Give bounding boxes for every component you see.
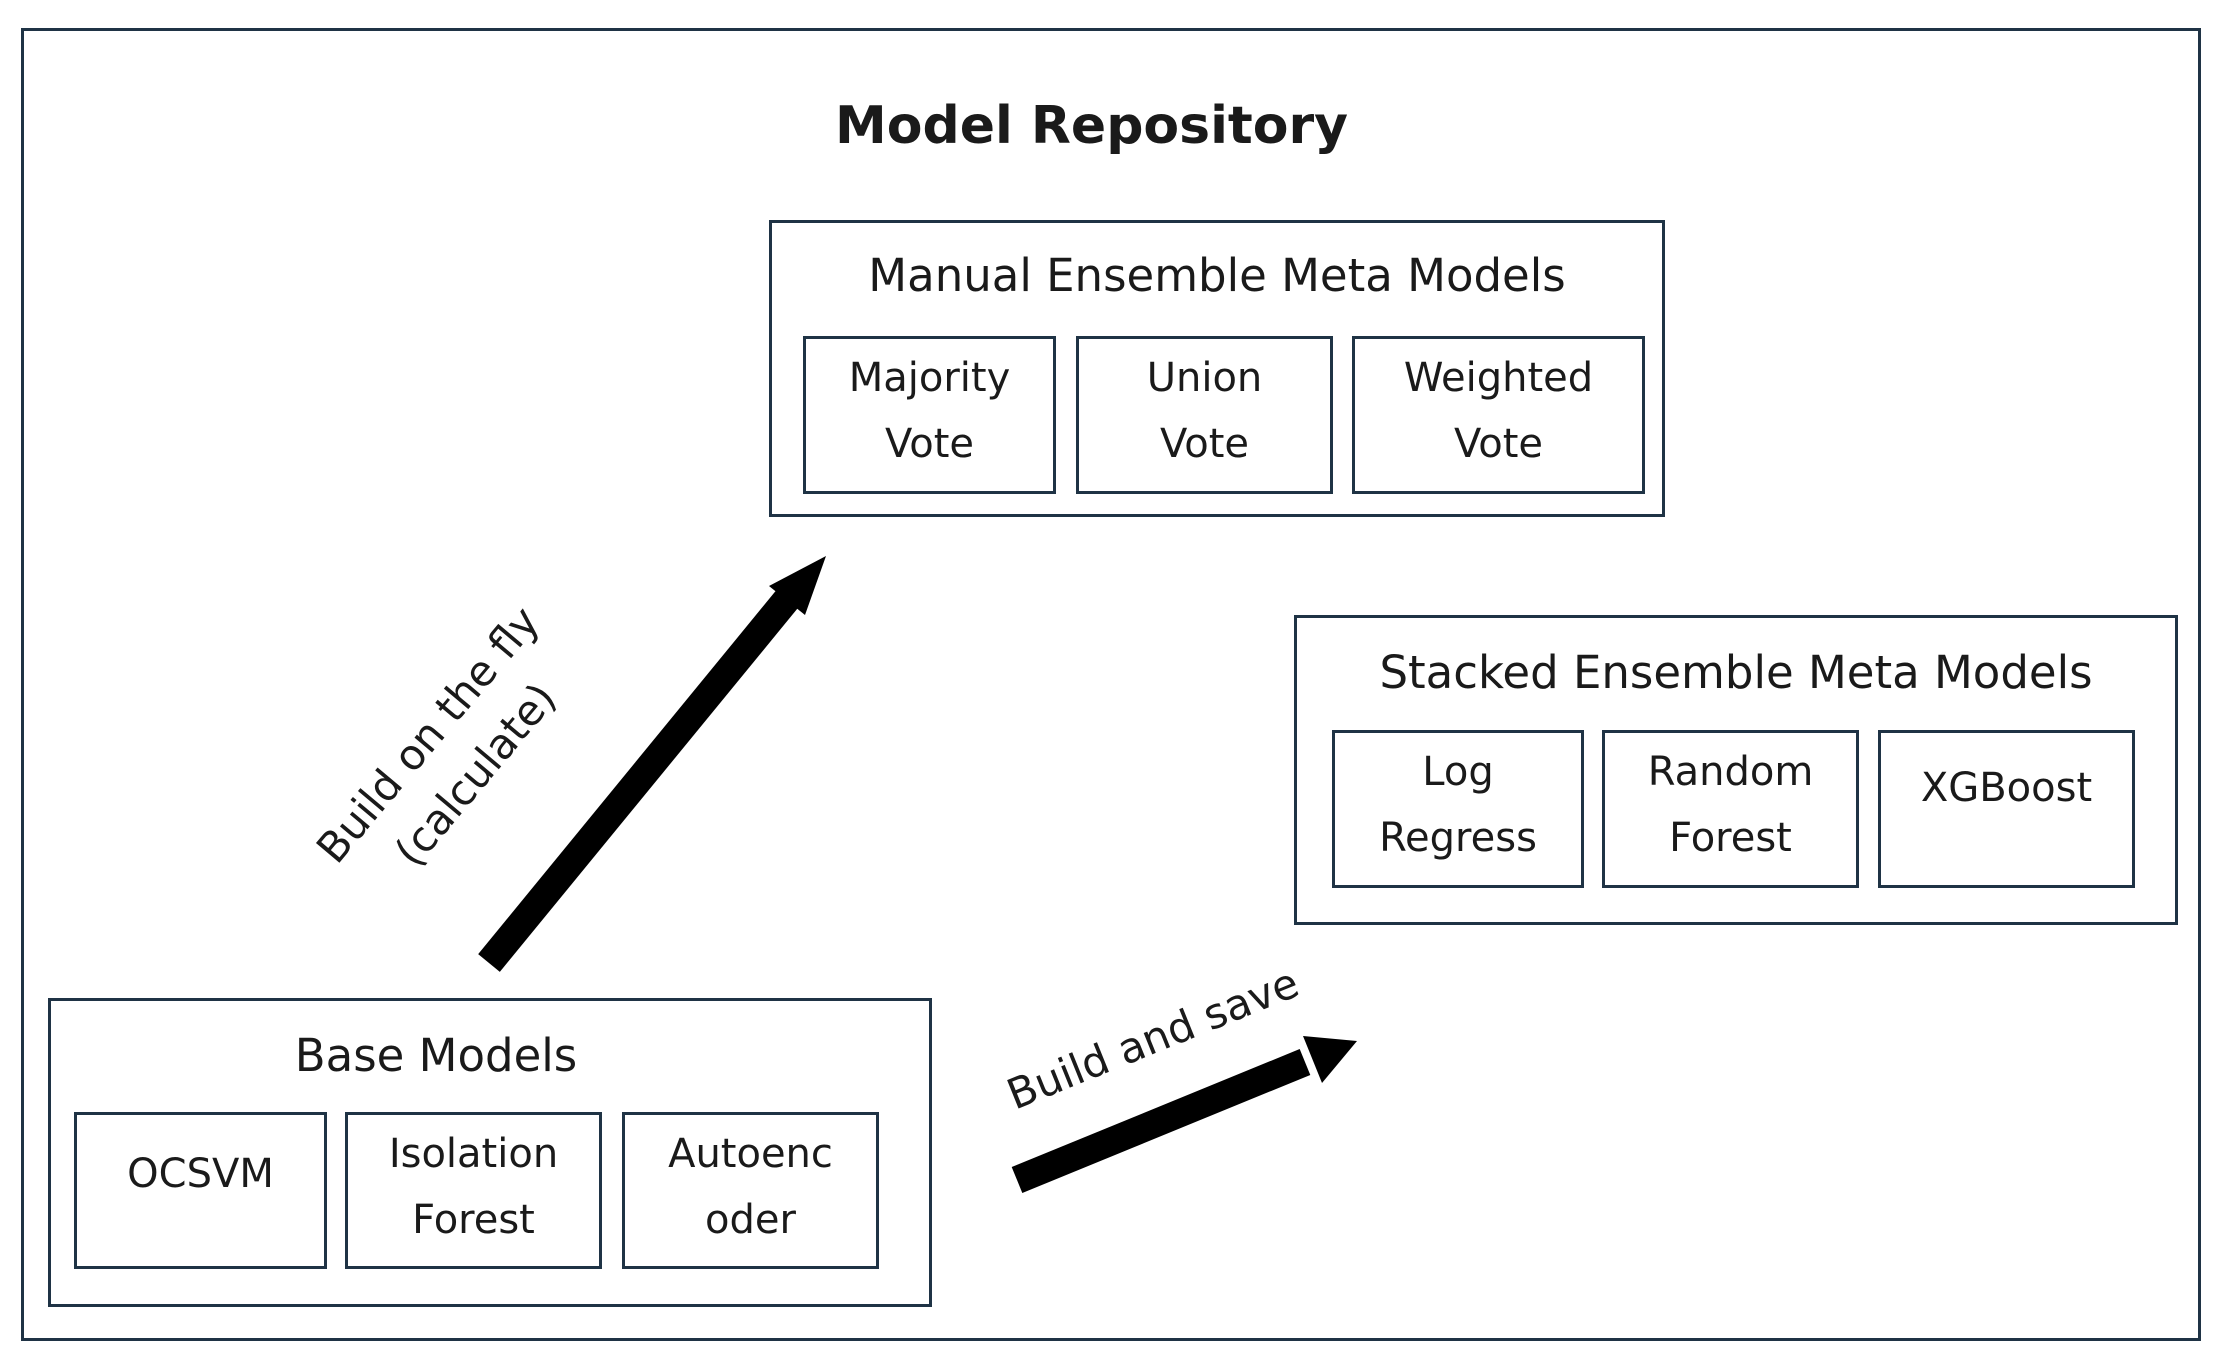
union-vote-box: Union Vote: [1076, 336, 1333, 494]
majority-vote-box: Majority Vote: [803, 336, 1056, 494]
manual-ensemble-box: Manual Ensemble Meta Models Majority Vot…: [769, 220, 1665, 517]
manual-ensemble-title: Manual Ensemble Meta Models: [868, 249, 1566, 302]
base-models-title: Base Models: [294, 1029, 578, 1082]
stacked-ensemble-box: Stacked Ensemble Meta Models Log Regress…: [1294, 615, 2178, 925]
diagram-title: Model Repository: [835, 96, 1349, 156]
arrow-to-stacked: [1011, 1036, 1357, 1193]
xgboost-box: XGBoost: [1878, 730, 2135, 888]
stacked-ensemble-title: Stacked Ensemble Meta Models: [1379, 646, 2093, 699]
base-models-box: Base Models OCSVM Isolation Forest Autoe…: [48, 998, 932, 1307]
isolation-forest-box: Isolation Forest: [345, 1112, 602, 1269]
weighted-vote-box: Weighted Vote: [1352, 336, 1645, 494]
arrow-to-manual: [478, 556, 826, 972]
log-regress-box: Log Regress: [1332, 730, 1584, 888]
autoencoder-box: Autoenc oder: [622, 1112, 879, 1269]
random-forest-box: Random Forest: [1602, 730, 1859, 888]
ocsvm-box: OCSVM: [74, 1112, 327, 1269]
